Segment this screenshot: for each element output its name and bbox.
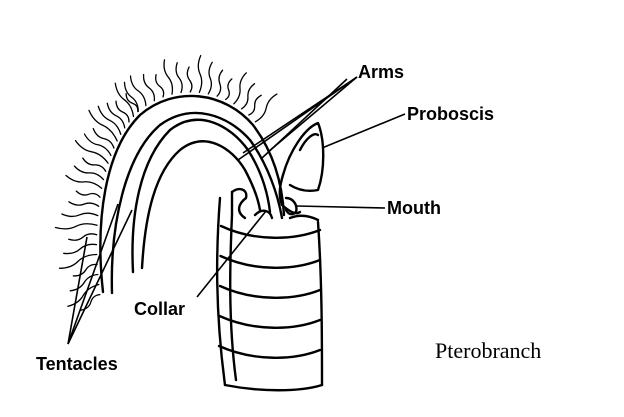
tentacle-hair [115, 100, 130, 123]
tentacle-hair [216, 69, 224, 97]
tentacle-hair [142, 73, 156, 102]
tentacle-hair [155, 74, 165, 98]
tentacle-hair [63, 243, 98, 255]
collar-body [215, 187, 324, 392]
tentacle-hair [88, 109, 118, 142]
tentacle-hair [125, 92, 139, 113]
tentacle-hair [163, 59, 174, 95]
tentacle-hair [74, 139, 109, 164]
tentacle-hair [186, 66, 193, 93]
body-segment-line [219, 254, 322, 269]
tentacle-hairs [54, 54, 278, 311]
label-collar: Collar [134, 299, 186, 319]
tentacle-hair [92, 127, 115, 149]
body-segment-line [218, 314, 322, 329]
tentacle-hair [67, 283, 100, 307]
tentacle-hair [68, 201, 100, 207]
tentacle-hair [114, 82, 135, 118]
label-tentacles: Tentacles [36, 354, 118, 374]
pointer-lines [67, 76, 406, 345]
tentacle-hair [129, 75, 147, 107]
tentacle-hair [224, 78, 233, 101]
tentacle-hair [175, 62, 183, 94]
body-segments [217, 224, 322, 359]
tentacle-hair [233, 72, 247, 105]
tentacle-hair [248, 94, 262, 116]
tentacle-hair [240, 83, 256, 110]
tentacle-hair [72, 263, 98, 277]
tentacle-hair [123, 81, 139, 113]
tentacle-hair [207, 61, 213, 95]
diagram-caption: Pterobranch [435, 338, 542, 363]
tentacle-hair [58, 253, 98, 269]
tentacle-hair [197, 54, 203, 94]
tentacle-hair [83, 133, 112, 157]
mouth-notch [284, 196, 298, 216]
label-arms: Arms [358, 62, 405, 82]
tentacle-hair [73, 165, 105, 181]
body-segment-line [218, 284, 322, 299]
tentacle-hair [54, 223, 98, 230]
label-proboscis: Proboscis [407, 104, 495, 124]
tentacle-hair [254, 93, 278, 123]
tentacle-hair [69, 273, 99, 292]
tentacle-hair [65, 174, 103, 189]
tentacle-hair [106, 102, 126, 129]
tentacle-hair [61, 212, 99, 218]
arms-outline [99, 94, 286, 295]
tentacle-hair [68, 233, 98, 241]
body-segment-line [217, 344, 322, 359]
tentacle-hair [75, 190, 101, 198]
tentacle-hair [82, 157, 107, 172]
body-segment-line [219, 224, 322, 239]
label-mouth: Mouth [387, 198, 441, 218]
tentacle-hair [97, 105, 122, 135]
